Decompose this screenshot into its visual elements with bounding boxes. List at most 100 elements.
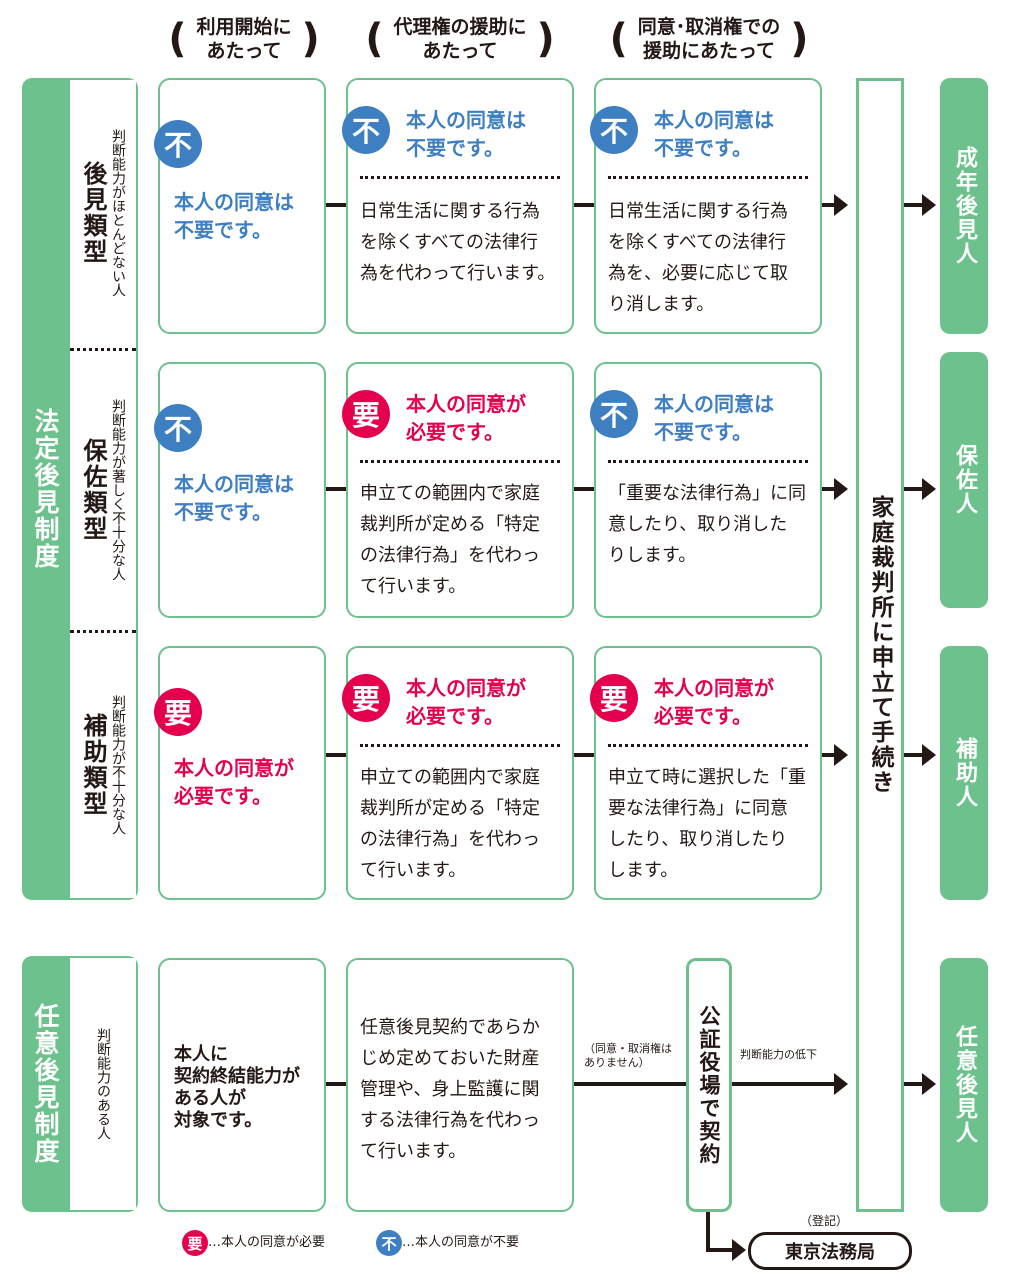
consent-line: 本人の同意が (406, 392, 526, 416)
voluntary-start-box: 本人に 契約終結能力が ある人が 対象です。 (158, 958, 326, 1212)
connector-line (904, 487, 926, 491)
type-name: 補助類型 (79, 713, 107, 817)
consent-line: 必要です。 (174, 784, 272, 808)
consent-line: 本人の同意は (406, 108, 526, 132)
consent-text: 本人の同意が 必要です。 (406, 674, 526, 730)
legend-required-text: …本人の同意が必要 (208, 1235, 326, 1250)
consent-line: 本人の同意は (654, 392, 774, 416)
close-paren: ) (301, 16, 320, 62)
arrow-head (922, 1073, 936, 1095)
column-header-label: 利用開始に あたって (196, 16, 292, 62)
not-required-badge: 不 (154, 120, 202, 168)
connector-line (574, 203, 594, 207)
result-curator: 保佐人 (940, 352, 988, 608)
r2-consent-box: 不 本人の同意は 不要です。 「重要な法律行為」に同 意したり、取り消した りし… (590, 362, 822, 618)
consent-text: 本人の同意が 必要です。 (174, 754, 294, 810)
statutory-guardianship-label: 法定後見制度 (31, 408, 60, 570)
close-paren: ) (536, 16, 555, 62)
result-voluntary-guardian: 任意後見人 (940, 958, 988, 1212)
column-header-consent: ( 同意･取消権での 援助にあたって ) (596, 8, 822, 70)
not-required-badge: 不 (590, 106, 638, 154)
arrow-head (834, 1073, 848, 1095)
registration-note: （登記） (800, 1214, 849, 1228)
decline-note: 判断能力の低下 (740, 1048, 817, 1061)
dotted-divider (360, 744, 560, 747)
consent-description: 申立て時に選択した「重 要な法律行為」に同意 したり、取り消したり します。 (608, 767, 806, 881)
type-description: 判断能力が著しく不十分な人 (110, 399, 126, 581)
column-header-label: 同意･取消権での 援助にあたって (637, 16, 781, 62)
consent-line: 本人の同意が (654, 676, 774, 700)
connector-line (574, 487, 594, 491)
r3-agency-box: 要 本人の同意が 必要です。 申立ての範囲内で家庭 裁判所が定める「特定 の法律… (342, 646, 574, 900)
result-label: 保佐人 (952, 444, 977, 516)
consent-text: 本人の同意は 不要です。 (406, 106, 526, 162)
connector-line (326, 753, 346, 757)
required-badge: 要 (342, 390, 390, 438)
connector-line (326, 1082, 346, 1086)
required-badge: 要 (590, 674, 638, 722)
not-required-badge: 不 (590, 390, 638, 438)
voluntary-start-text: 本人に 契約終結能力が ある人が 対象です。 (174, 1044, 300, 1131)
agency-description: 申立ての範囲内で家庭 裁判所が定める「特定 の法律行為」を代わっ て行います。 (360, 483, 540, 597)
open-paren: ( (365, 16, 384, 62)
consent-line: 必要です。 (406, 704, 504, 728)
voluntary-agency-description: 任意後見契約であらか じめ定めておいた財産 管理や、身上監護に関 する法律行為を… (360, 1017, 540, 1162)
open-paren: ( (168, 16, 187, 62)
consent-text: 本人の同意が 必要です。 (406, 390, 526, 446)
voluntary-type-column: 判断能力のある人 (70, 958, 136, 1210)
consent-line: 不要です。 (174, 218, 272, 242)
r1-agency-box: 不 本人の同意は 不要です。 日常生活に関する行為 を除くすべての法律行 為を代… (342, 78, 574, 334)
type-description: 判断能力が不十分な人 (110, 695, 126, 835)
voluntary-guardianship-label: 任意後見制度 (31, 1003, 60, 1165)
connector-line (326, 203, 346, 207)
connector-line (574, 753, 594, 757)
notary-office-label: 公証役場で契約 (697, 1004, 721, 1166)
arrow-head (834, 194, 848, 216)
r2-start-box: 不 本人の同意は 不要です。 (154, 362, 326, 618)
consent-line: 必要です。 (654, 704, 752, 728)
consent-text: 本人の同意は 不要です。 (174, 188, 294, 244)
agency-description: 日常生活に関する行為 を除くすべての法律行 為を代わって行います。 (360, 201, 556, 284)
consent-description: 日常生活に関する行為 を除くすべての法律行 為を、必要に応じて取 り消します。 (608, 201, 788, 315)
consent-line: 本人の同意が (174, 756, 294, 780)
r1-consent-box: 不 本人の同意は 不要です。 日常生活に関する行為 を除くすべての法律行 為を、… (590, 78, 822, 334)
type-voluntary: 判断能力のある人 (70, 958, 136, 1210)
consent-line: 本人の同意は (654, 108, 774, 132)
dotted-divider (608, 176, 808, 179)
r3-start-box: 要 本人の同意が 必要です。 (154, 646, 326, 900)
column-header-start: ( 利用開始に あたって ) (160, 8, 328, 70)
close-paren: ) (790, 16, 809, 62)
consent-line: 不要です。 (654, 136, 752, 160)
connector-line (706, 1212, 710, 1252)
type-description: 判断能力がほとんどない人 (110, 128, 126, 297)
arrow-head (922, 194, 936, 216)
not-required-badge: 不 (342, 106, 390, 154)
arrow-head (834, 478, 848, 500)
notary-office-box: 公証役場で契約 (686, 958, 732, 1212)
connector-line (326, 487, 346, 491)
type-name: 後見類型 (79, 160, 107, 265)
consent-line: 不要です。 (654, 420, 752, 444)
consent-text: 本人の同意は 不要です。 (654, 106, 774, 162)
family-court-column: 家庭裁判所に申立て手続き (856, 78, 904, 1212)
connector-line (574, 1082, 686, 1086)
legal-affairs-bureau-box: 東京法務局 (748, 1232, 912, 1270)
type-curatorship: 判断能力が著しく不十分な人 保佐類型 (70, 352, 136, 628)
r3-consent-box: 要 本人の同意が 必要です。 申立て時に選択した「重 要な法律行為」に同意 した… (590, 646, 822, 900)
dotted-divider (360, 176, 560, 179)
type-guardianship: 判断能力がほとんどない人 後見類型 (70, 80, 136, 345)
required-badge: 要 (154, 688, 202, 736)
type-name: 保佐類型 (79, 438, 107, 542)
type-divider (70, 630, 136, 633)
agency-description: 申立ての範囲内で家庭 裁判所が定める「特定 の法律行為」を代わっ て行います。 (360, 767, 540, 881)
connector-line (904, 753, 926, 757)
consent-text: 本人の同意は 不要です。 (174, 470, 294, 526)
consent-text: 本人の同意が 必要です。 (654, 674, 774, 730)
legend-not-required-badge: 不 (376, 1230, 402, 1256)
consent-text: 本人の同意は 不要です。 (654, 390, 774, 446)
arrow-head (732, 1239, 746, 1261)
legend-not-required-text: …本人の同意が不要 (402, 1235, 520, 1250)
no-consent-note: （同意・取消権は ありません） (584, 1042, 672, 1069)
connector-line (904, 203, 926, 207)
result-assistant: 補助人 (940, 646, 988, 900)
